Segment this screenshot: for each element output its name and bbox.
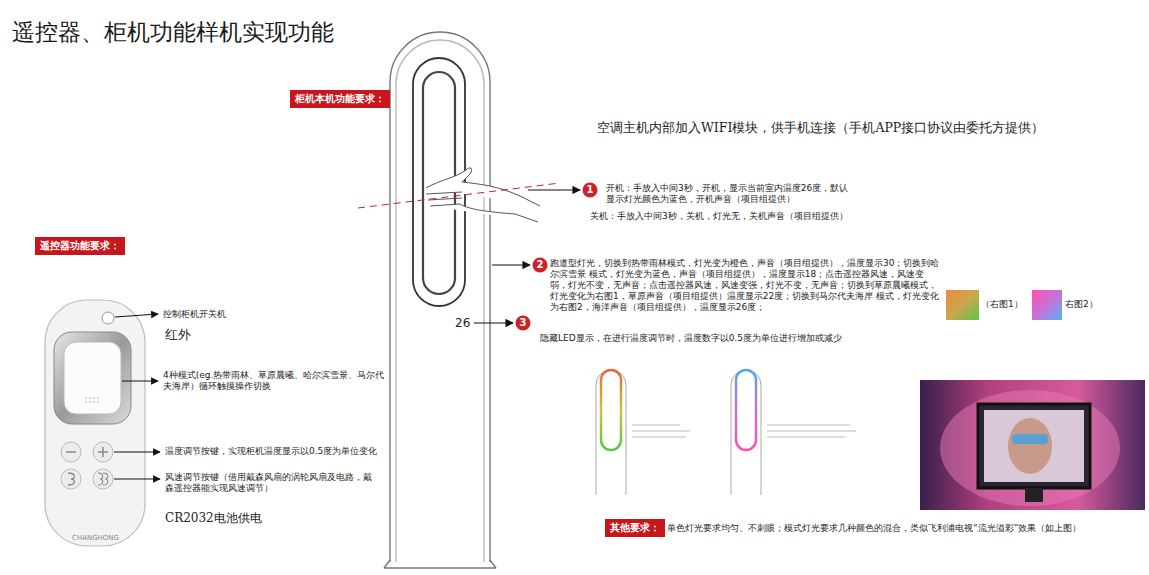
remote-control	[45, 300, 145, 546]
sensor-line	[358, 183, 560, 208]
hidden-led-note: 隐藏LED显示，在进行温度调节时，温度数字以0.5度为单位进行增加或减少	[540, 333, 842, 344]
temperature-display: 26	[455, 316, 470, 331]
power-button-note: 控制柜机开关机	[163, 309, 226, 320]
temp-button-note: 温度调节按键，实现柜机温度显示以0.5度为单位变化	[165, 446, 377, 457]
tower-thumbnail	[596, 370, 856, 495]
tower-unit	[384, 32, 496, 568]
callout-circle-fill	[533, 258, 548, 273]
color-swatch	[946, 290, 979, 320]
section-tag-text: 其他要求：	[610, 522, 660, 534]
hand	[426, 168, 540, 222]
section-tag: 柜机本机功能要求：	[290, 90, 390, 108]
leader-arrow	[115, 314, 158, 317]
battery-note: CR2032电池供电	[165, 511, 262, 526]
brand-logo: CHANGHONG	[72, 534, 119, 543]
power-off-note: 关机：手放入中间3秒，关机，灯光无，关机声音（项目组提供）	[590, 211, 848, 222]
page-title: 遥控器、柜机功能样机实现功能	[12, 18, 334, 46]
leader-arrow	[474, 322, 513, 323]
lighting-mode-note: 跑道型灯光，切换到热带雨林模式，灯光变为橙色，声音（项目组提供），温度显示30；…	[550, 258, 942, 313]
leader-arrow	[114, 451, 160, 452]
callout-circle-fill	[583, 183, 598, 198]
section-tag: 遥控器功能要求：	[35, 237, 125, 255]
color-swatch	[1032, 290, 1062, 320]
ambilight-tv-photo	[920, 380, 1145, 510]
callout-number-text: 1	[582, 185, 598, 195]
fan-button-note: 风速调节按键（借用戴森风扇的涡轮风扇及电路，戴森遥控器能实现风速调节）	[165, 472, 380, 494]
leader-arrow	[528, 189, 580, 190]
callout-number: 2	[532, 257, 548, 273]
callout-number-text: 3	[515, 318, 531, 328]
section-tag-text: 遥控器功能要求：	[40, 240, 120, 252]
other-requirements-note: 单色灯光要求均匀、不刺眼；模式灯光要求几种颜色的混合，类似飞利浦电视“流光溢彩”…	[667, 523, 1139, 534]
callout-circle-fill	[516, 316, 531, 331]
callout-number-text: 2	[532, 260, 548, 270]
section-tag-text: 柜机本机功能要求：	[295, 93, 385, 105]
infrared-note: 红外	[165, 327, 191, 343]
section-tag: 其他要求：	[605, 519, 665, 537]
wifi-note: 空调主机内部加入WIFI模块，供手机连接（手机APP接口协议由委托方提供）	[597, 120, 1044, 135]
swatch-label: （右图1）	[981, 299, 1023, 310]
leader-arrow	[492, 264, 530, 265]
mode-touch-note: 4种模式(eg.热带雨林、草原晨曦、哈尔滨雪景、马尔代夫海岸）循环触摸操作切换	[163, 370, 391, 392]
leader-arrow	[122, 380, 158, 381]
power-on-note: 开机：手放入中间3秒，开机，显示当前室内温度26度，默认显示灯光颜色为蓝色，开机…	[606, 183, 856, 205]
callout-number: 3	[515, 315, 531, 331]
leader-arrow	[114, 478, 160, 479]
swatch-label: 右图2）	[1065, 299, 1098, 310]
callout-number: 1	[582, 182, 598, 198]
